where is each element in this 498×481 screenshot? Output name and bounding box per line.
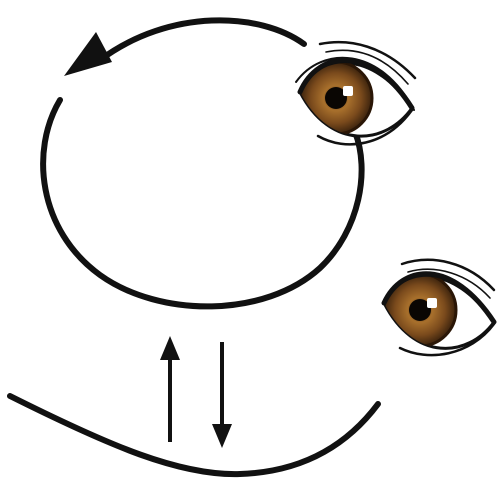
cycle-circle-body <box>43 100 362 306</box>
ground-curve <box>10 396 378 474</box>
cycle-loop <box>43 20 362 306</box>
eye-icon <box>296 42 415 144</box>
up-arrow-icon <box>160 336 180 442</box>
eye-icon <box>384 260 494 355</box>
down-arrow-icon <box>212 342 232 448</box>
cycle-arc <box>100 20 304 60</box>
cycle-arrowhead-icon <box>64 32 112 76</box>
